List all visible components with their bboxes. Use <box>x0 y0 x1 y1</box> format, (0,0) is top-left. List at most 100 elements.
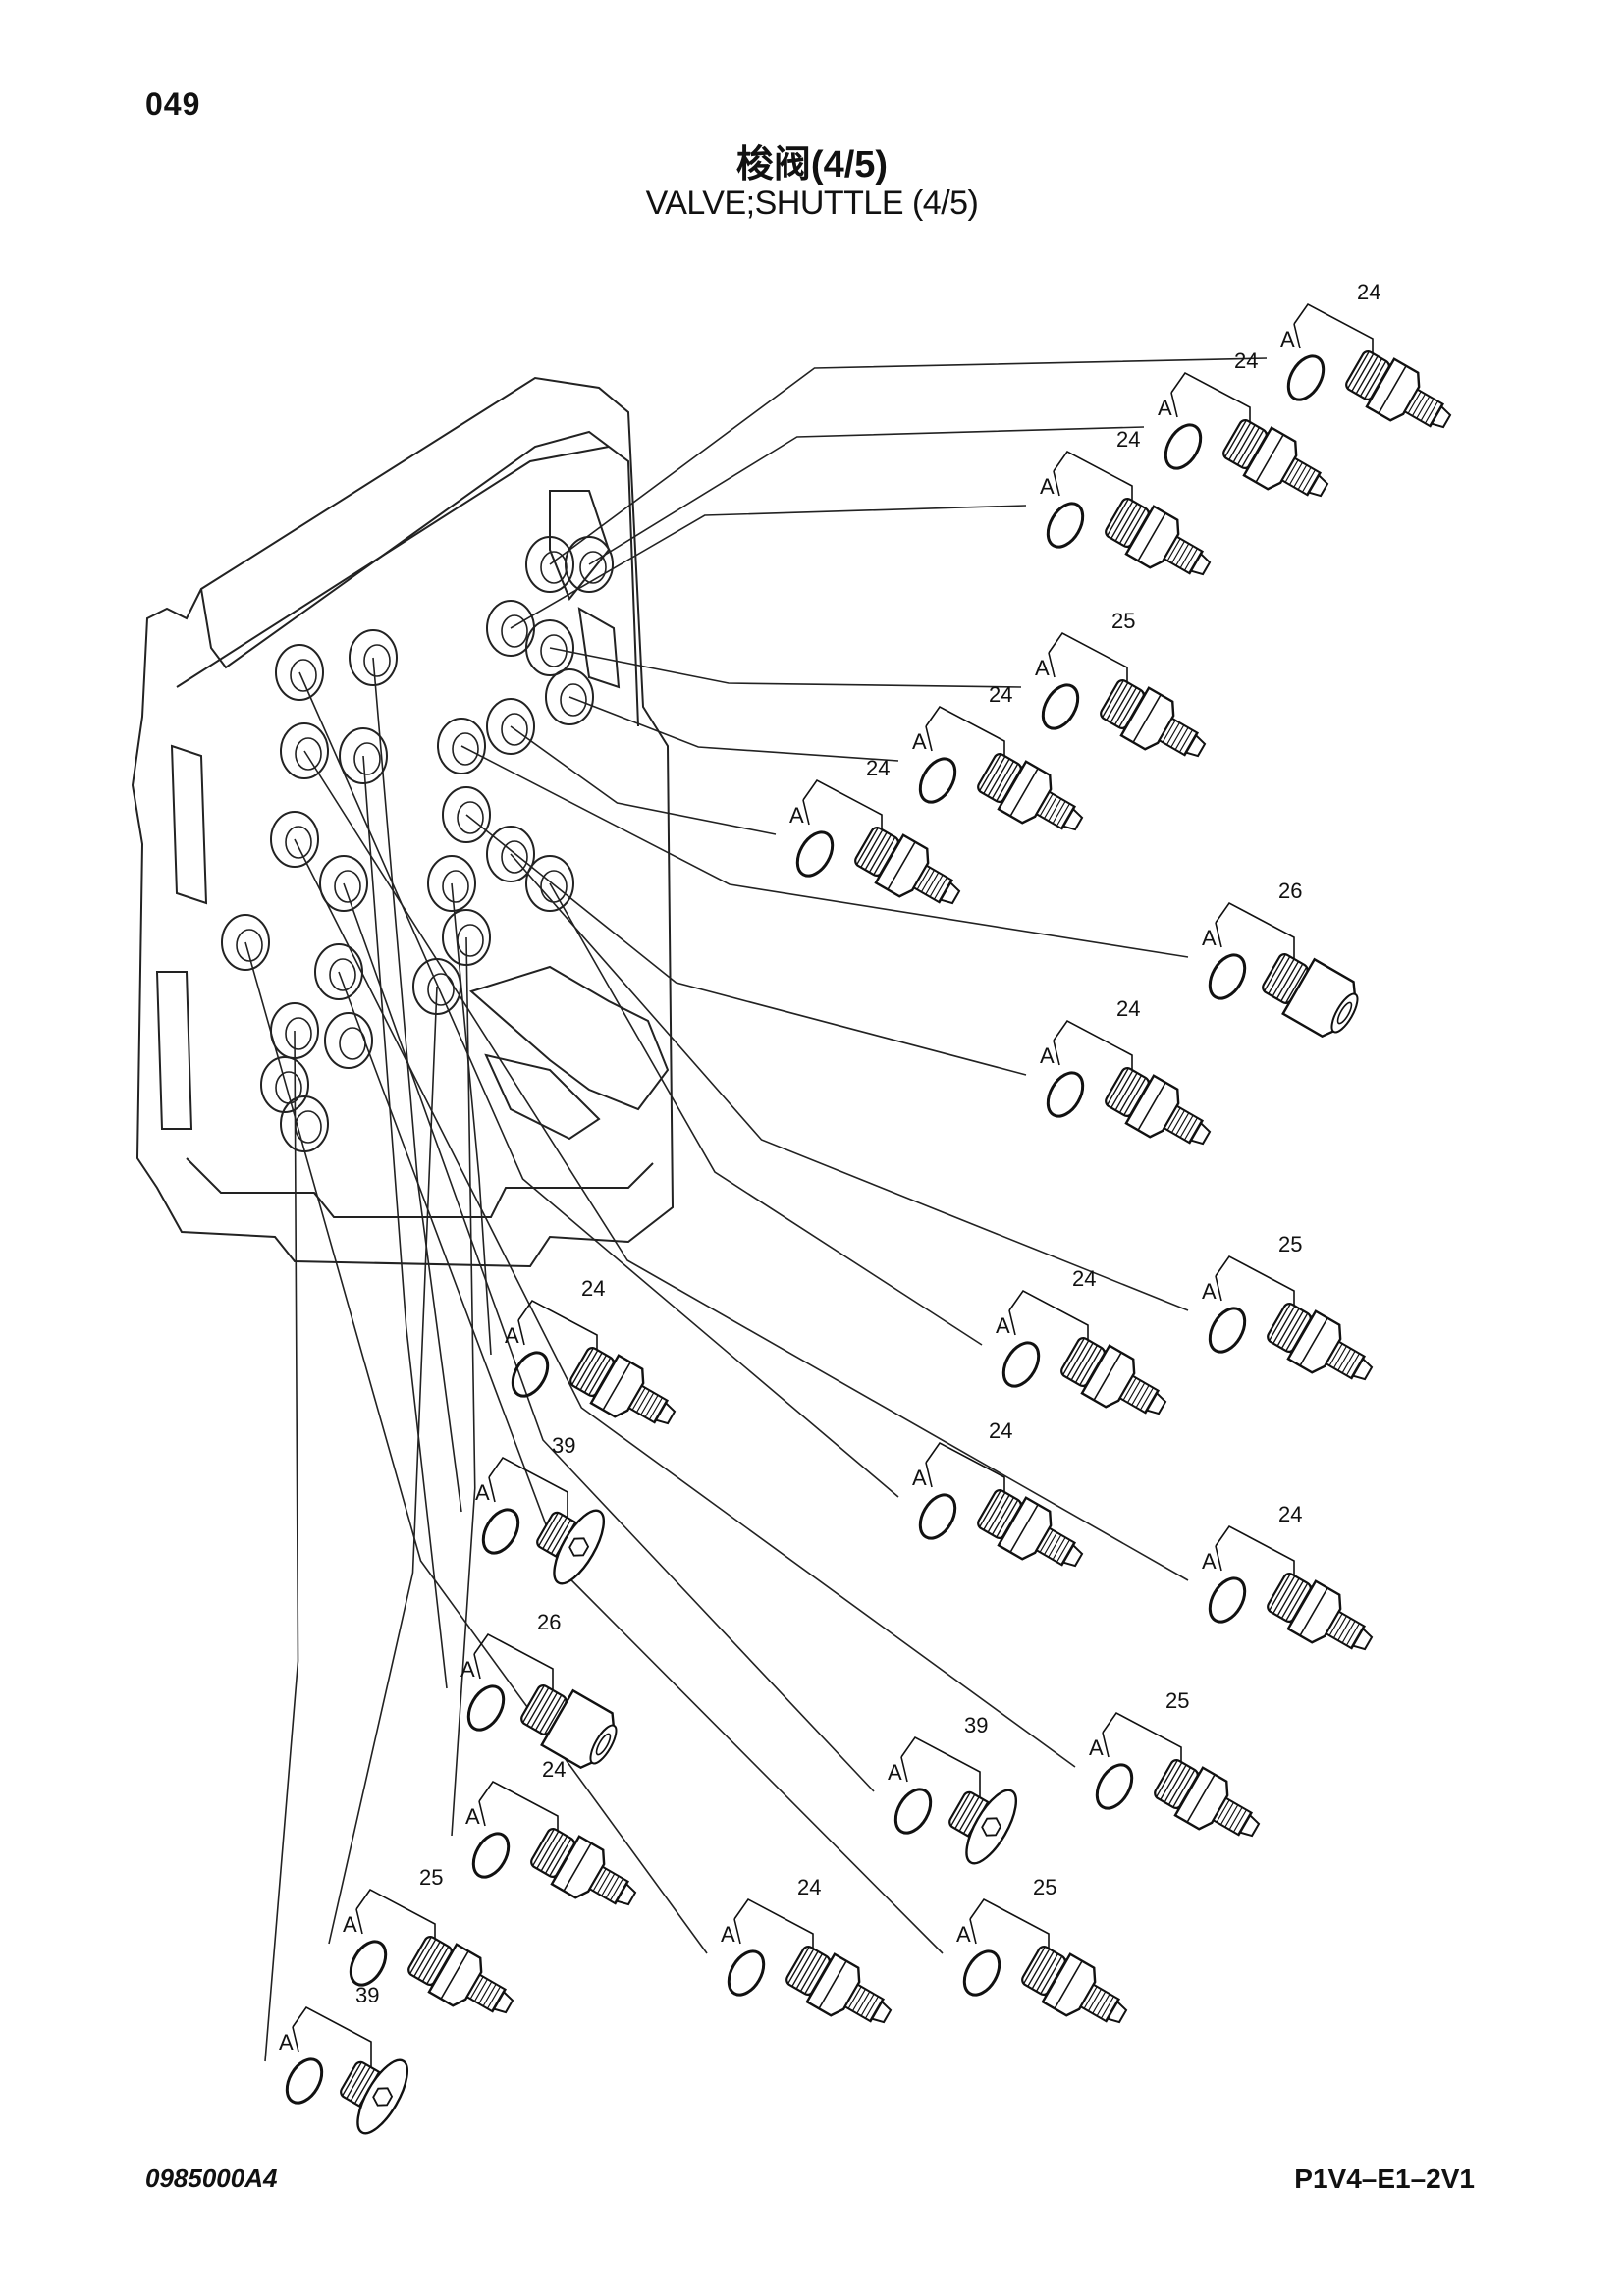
port-hole <box>427 855 476 912</box>
o-ring <box>1095 1763 1134 1810</box>
leader-line <box>510 725 777 835</box>
port-hole <box>349 629 398 686</box>
port-hole <box>275 644 324 701</box>
port-hole <box>221 914 270 971</box>
o-ring <box>918 757 957 804</box>
o-ring <box>1208 1576 1247 1624</box>
part-number: 24 <box>1116 996 1140 1021</box>
o-ring <box>1286 354 1326 401</box>
part-p05: A 24 <box>912 682 1084 831</box>
part-number: 24 <box>542 1757 566 1782</box>
oring-label: A <box>505 1323 519 1348</box>
part-p22: A39 <box>279 1983 409 2135</box>
title-chinese: 梭阀(4/5) <box>735 144 889 186</box>
port-thread <box>442 870 469 903</box>
port-thread <box>275 1071 302 1104</box>
oring-label: A <box>912 729 927 754</box>
leader-line <box>343 882 875 1792</box>
o-ring <box>1046 502 1085 549</box>
port-hole <box>545 668 594 725</box>
part-p20: A 24 <box>721 1875 893 2024</box>
port-thread <box>285 1017 312 1050</box>
part-number: 24 <box>1116 427 1140 452</box>
o-ring <box>481 1508 520 1555</box>
port-thread <box>236 929 263 962</box>
oring-label: A <box>465 1804 480 1829</box>
port-hole <box>525 619 574 676</box>
part-p16: A25 <box>1089 1688 1261 1838</box>
part-number: 39 <box>964 1713 988 1737</box>
o-ring <box>893 1788 933 1835</box>
leader-line <box>460 745 1189 958</box>
drawing-code: 0985000A4 <box>145 2163 278 2193</box>
part-number: 24 <box>1072 1266 1096 1291</box>
oring-label: A <box>996 1313 1010 1338</box>
part-p06: A24 <box>789 756 961 905</box>
part-p14: A24 <box>1202 1502 1374 1651</box>
part-p10: A 24 <box>996 1266 1167 1415</box>
o-ring <box>1208 1307 1247 1354</box>
leader-line <box>298 671 899 1498</box>
oring-label: A <box>721 1922 735 1947</box>
part-p09: A25 <box>1202 1232 1374 1381</box>
part-p12: A24 <box>912 1418 1084 1568</box>
oring-label: A <box>475 1480 490 1505</box>
o-ring <box>795 830 835 878</box>
o-ring <box>727 1949 766 1997</box>
leader-line <box>549 647 1022 688</box>
part-number: 24 <box>581 1276 605 1301</box>
oring-label: A <box>1202 1279 1217 1304</box>
oring-label: A <box>1202 926 1217 950</box>
page-number: 049 <box>145 86 201 122</box>
leader-line <box>549 882 983 1346</box>
part-number: 24 <box>1357 280 1380 304</box>
o-ring <box>1164 423 1203 470</box>
leader-line <box>362 755 448 1689</box>
part-p08: A 24 <box>1040 996 1212 1146</box>
port-thread <box>540 870 568 903</box>
port-thread <box>427 973 455 1006</box>
leader-line <box>372 657 462 1513</box>
leader-line <box>465 814 1027 1076</box>
title-english: VALVE;SHUTTLE (4/5) <box>645 185 979 222</box>
o-ring <box>471 1832 511 1879</box>
part-number: 24 <box>1234 348 1258 373</box>
leader-line <box>451 936 476 1837</box>
leader-line <box>510 853 1189 1311</box>
part-number: 24 <box>989 1418 1012 1443</box>
oring-label: A <box>888 1760 902 1785</box>
port-thread <box>295 737 322 771</box>
part-number: 24 <box>797 1875 821 1899</box>
port-hole <box>525 855 574 912</box>
port-hole <box>486 698 535 755</box>
parts-group: A24A24A24A25A24A24A26A24A25A24A24A24A39A… <box>279 280 1452 2135</box>
part-p17: A 39 <box>888 1713 1018 1865</box>
part-number: 24 <box>866 756 890 780</box>
leader-line <box>244 941 708 1954</box>
oring-label: A <box>460 1657 475 1682</box>
leader-line <box>549 357 1268 565</box>
port-thread <box>501 713 528 746</box>
port-thread <box>295 1110 322 1144</box>
port-hole <box>525 536 574 593</box>
port-thread <box>501 840 528 874</box>
oring-label: A <box>1040 1043 1055 1068</box>
part-number: 24 <box>989 682 1012 707</box>
model-code: P1V4–E1–2V1 <box>1294 2163 1475 2194</box>
leader-line <box>328 986 438 1945</box>
oring-label: A <box>1280 327 1295 351</box>
port-thread <box>457 924 484 957</box>
port-hole <box>442 786 491 843</box>
o-ring <box>1046 1071 1085 1118</box>
oring-label: A <box>1035 656 1050 680</box>
port-thread <box>457 801 484 834</box>
part-p02: A24 <box>1158 348 1329 498</box>
part-number: 25 <box>1033 1875 1056 1899</box>
part-p15: A26 <box>460 1610 618 1770</box>
port-thread <box>560 683 587 717</box>
oring-label: A <box>1040 474 1055 499</box>
part-number: 39 <box>355 1983 379 2007</box>
port-hole <box>437 718 486 774</box>
part-p11: A 24 <box>505 1276 677 1425</box>
